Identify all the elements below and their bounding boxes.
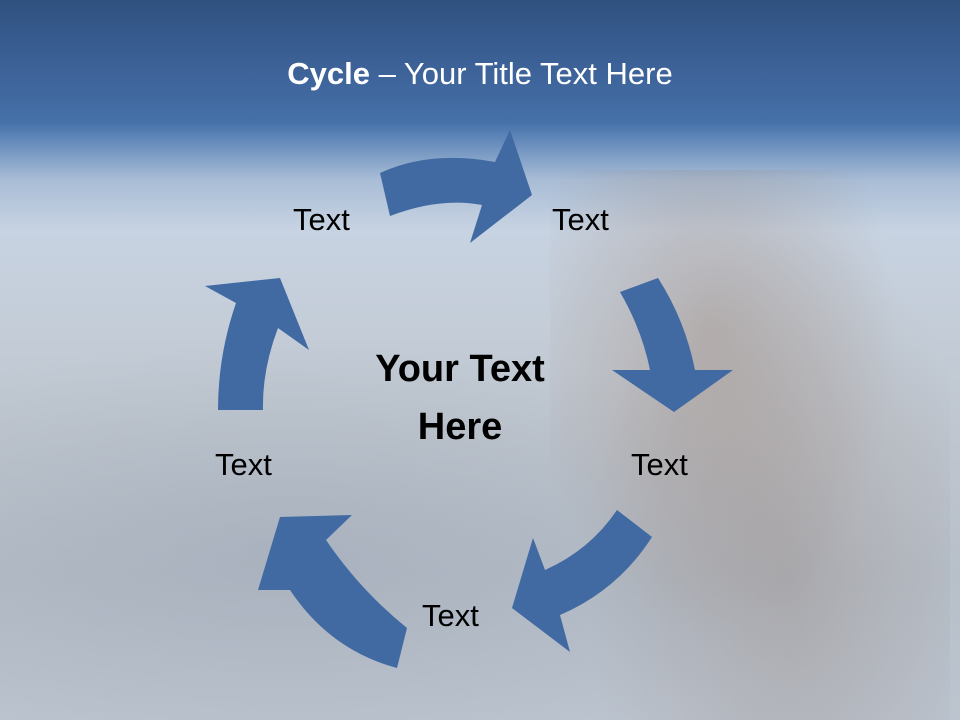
- node-label-bottom: Text: [422, 598, 479, 633]
- title-rest: – Your Title Text Here: [370, 56, 673, 91]
- node-label-top-left: Text: [293, 202, 350, 237]
- cycle-arrow-bottom-left-icon: [258, 515, 407, 668]
- center-text-line1: Your Text: [375, 348, 545, 390]
- node-label-left: Text: [215, 447, 272, 482]
- center-text-line2: Here: [417, 406, 503, 448]
- slide-title: Cycle – Your Title Text Here: [0, 56, 960, 92]
- cycle-arrow-left-icon: [205, 278, 309, 410]
- cycle-arrow-right-icon: [612, 278, 733, 412]
- center-text: Your Text Here: [330, 340, 590, 456]
- node-label-right: Text: [631, 447, 688, 482]
- node-label-top-right: Text: [552, 202, 609, 237]
- cycle-arrow-top-icon: [380, 130, 532, 243]
- background-photo-city: [0, 300, 960, 720]
- background-photo-gargoyle: [550, 170, 950, 720]
- title-bold: Cycle: [287, 56, 370, 91]
- cycle-arrow-bottom-right-icon: [512, 510, 652, 652]
